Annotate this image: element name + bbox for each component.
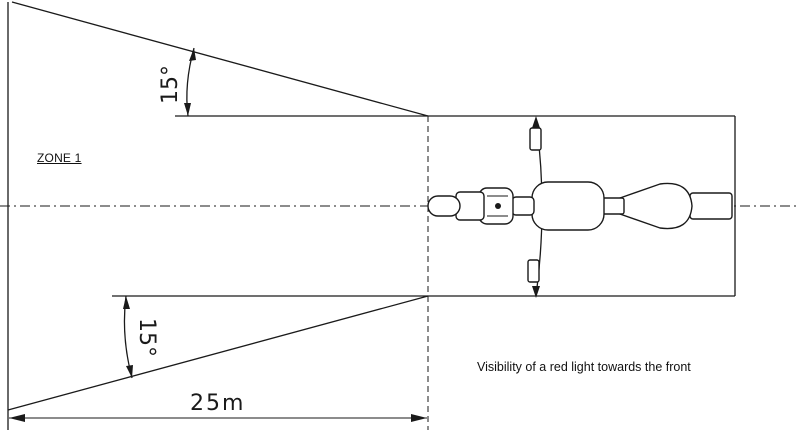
fuel-tank [531,181,605,231]
handlebar-arrow-top [532,116,540,128]
front-light [427,195,461,217]
angle-label-bottom: 15° [134,318,159,357]
top-arc-arrow-up [189,48,196,61]
distance-label: 25m [190,391,245,416]
top-wedge-line [11,1,429,117]
diagram-caption: Visibility of a red light towards the fr… [477,360,691,374]
left-grip [529,127,542,151]
front-fork [511,196,535,216]
handlebar-arrow-bottom [532,286,540,298]
distance-arrow-right [411,414,427,422]
bottom-arc-arrow-down [126,365,133,378]
distance-arrow-left [9,414,25,422]
bottom-wedge-line [7,295,429,411]
angle-label-top: 15° [158,65,183,104]
zone-label: ZONE 1 [37,151,82,165]
right-grip [527,259,540,283]
headlight-dot [495,203,501,209]
rear-fender [689,192,733,220]
top-arc-arrow-down [184,103,191,116]
bottom-arc-arrow-up [123,296,130,309]
rear-wheel-body [619,182,693,230]
